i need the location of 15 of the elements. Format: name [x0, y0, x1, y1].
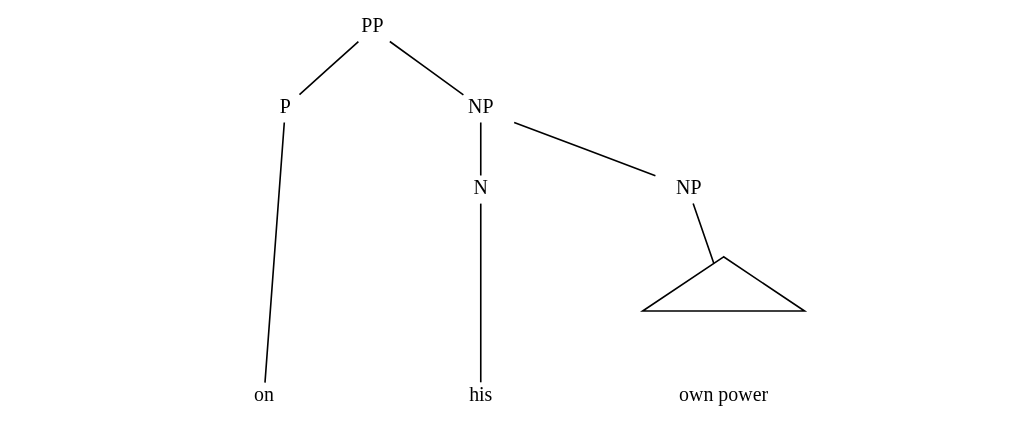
node-text: N: [473, 175, 488, 198]
node-text: on: [254, 382, 275, 405]
node-text: his: [469, 382, 493, 405]
node-text: NP: [676, 175, 702, 198]
node-text: PP: [361, 13, 384, 36]
node-label: own power: [679, 382, 769, 405]
node-text: P: [279, 94, 291, 117]
connector: [264, 121, 286, 383]
node-text: NP: [468, 94, 494, 117]
connector: [389, 40, 465, 96]
connector: [513, 121, 657, 177]
connector: [692, 202, 715, 264]
connector: [479, 121, 482, 176]
connector: [298, 40, 360, 95]
connector: [479, 202, 482, 383]
